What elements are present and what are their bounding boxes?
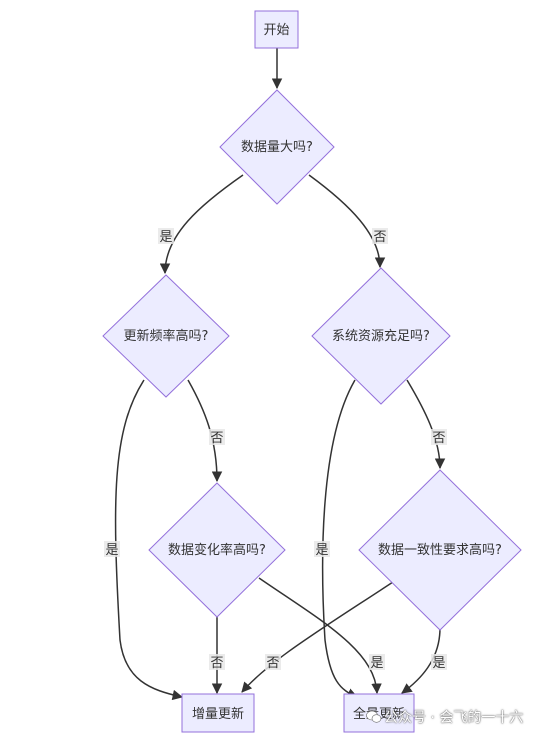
edge-update-freq-yes (114, 379, 184, 701)
edge-update-freq-no (187, 379, 223, 483)
edge-label-res-yes: 是 (314, 541, 330, 558)
node-incremental[interactable]: 增量更新 (181, 693, 255, 733)
svg-text:否: 否 (210, 431, 223, 446)
edge-label-change-yes: 是 (369, 654, 385, 671)
svg-text:否: 否 (266, 656, 279, 671)
wechat-icon (366, 710, 382, 723)
svg-text:否: 否 (432, 431, 445, 446)
svg-text:是: 是 (159, 230, 172, 245)
node-resources[interactable]: 系统资源充足吗? (311, 267, 451, 405)
edges (114, 48, 446, 701)
node-resources-label: 系统资源充足吗? (332, 328, 430, 344)
svg-text:否: 否 (210, 656, 223, 671)
node-update-freq-label: 更新频率高吗? (124, 328, 209, 344)
node-data-large[interactable]: 数据量大吗? (219, 89, 335, 205)
edge-consistency-yes (401, 627, 441, 694)
edge-consistency-no (241, 581, 394, 693)
node-consistency[interactable]: 数据一致性要求高吗? (358, 469, 522, 631)
watermark: 公众号 · 会飞的一十六 (366, 707, 523, 727)
svg-text:是: 是 (370, 656, 383, 671)
edge-label-freq-yes: 是 (104, 541, 120, 558)
node-start-label: 开始 (263, 23, 289, 38)
svg-text:是: 是 (432, 656, 445, 671)
node-start[interactable]: 开始 (254, 10, 299, 49)
node-data-large-label: 数据量大吗? (241, 140, 313, 155)
node-incremental-label: 增量更新 (192, 706, 244, 722)
node-change-rate[interactable]: 数据变化率高吗? (148, 482, 286, 618)
edge-label-large-yes: 是 (158, 228, 174, 245)
svg-text:是: 是 (315, 543, 328, 558)
svg-text:否: 否 (373, 230, 386, 245)
node-consistency-label: 数据一致性要求高吗? (378, 542, 502, 558)
edge-label-res-no: 否 (431, 429, 447, 446)
node-full-label: 全量更新 (353, 706, 405, 722)
node-full[interactable]: 全量更新 (343, 693, 415, 733)
edge-label-cons-no: 否 (265, 654, 281, 671)
watermark-text: 公众号 · 会飞的一十六 (384, 710, 524, 726)
edge-label-large-no: 否 (372, 228, 388, 245)
edge-data-large-yes (159, 174, 244, 275)
edge-resources-no (406, 379, 446, 470)
svg-text:是: 是 (105, 543, 118, 558)
edge-label-cons-yes: 是 (431, 654, 447, 671)
edge-data-large-no (308, 174, 386, 269)
edge-label-change-no: 否 (209, 654, 225, 671)
node-change-rate-label: 数据变化率高吗? (168, 542, 266, 558)
edge-labels: 是 否 否 否 是 是 否 否 (104, 228, 447, 671)
edge-resources-yes (321, 379, 358, 699)
edge-label-freq-no: 否 (209, 429, 225, 446)
edge-change-rate-yes (258, 577, 382, 695)
node-update-freq[interactable]: 更新频率高吗? (102, 274, 230, 398)
